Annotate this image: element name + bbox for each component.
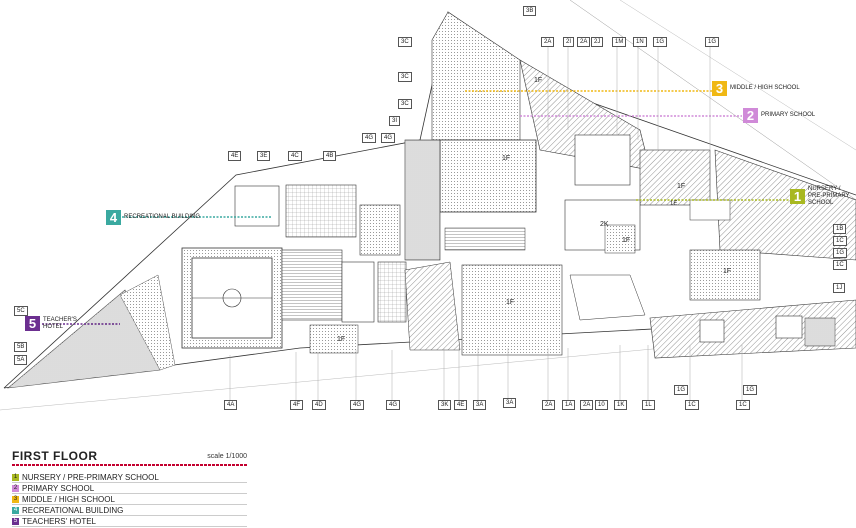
legend-item-hotel: 5 TEACHERS' HOTEL <box>12 516 247 527</box>
tag-1l: 1L <box>642 400 655 410</box>
tag-1g: 1G <box>653 37 668 47</box>
zone-number-5: 5 <box>25 316 40 331</box>
tag-2a-bot: 2A <box>542 400 556 410</box>
legend-item-middle-high: 3 MIDDLE / HIGH SCHOOL <box>12 494 247 505</box>
zone-number-4: 4 <box>106 210 121 225</box>
zone-label-recreational: 4 RECREATIONAL BUILDING <box>106 210 200 225</box>
tag-1n: 1N <box>633 37 647 47</box>
tag-4g-b: 4G <box>381 133 396 143</box>
tag-3a-b: 3A <box>503 398 517 408</box>
legend-swatch: 5 <box>12 517 19 525</box>
zone-label-hotel: 5 TEACHER'S HOTEL <box>25 316 77 331</box>
room-label: 1F <box>723 268 732 275</box>
tag-4d: 4D <box>312 400 326 410</box>
tag-4g-bot-b: 4G <box>386 400 401 410</box>
zone-number-3: 3 <box>712 81 727 96</box>
middle-school-blocks <box>359 11 651 356</box>
room-label: 1F <box>622 237 631 244</box>
tag-1m: 1M <box>612 37 627 47</box>
tag-3e: 3E <box>257 151 271 161</box>
title-rule <box>12 464 247 466</box>
tag-4f: 4F <box>290 400 304 410</box>
tag-3i: 3I <box>389 116 401 126</box>
zone-text-middle-high: MIDDLE / HIGH SCHOOL <box>730 85 800 91</box>
tag-3k: 3K <box>438 400 452 410</box>
zone-number-2: 2 <box>743 108 758 123</box>
floor-title: FIRST FLOOR <box>12 449 98 463</box>
legend-item-label: PRIMARY SCHOOL <box>22 483 95 493</box>
room-label: 1F <box>337 336 346 343</box>
tag-1b: 1B <box>833 224 847 234</box>
room-label: 1F <box>677 183 686 190</box>
zone-text-recreational: RECREATIONAL BUILDING <box>124 214 201 220</box>
tag-3c-b: 3C <box>398 72 412 82</box>
tag-5b: 5B <box>14 342 28 352</box>
tag-4g: 4G <box>362 133 377 143</box>
legend-swatch: 3 <box>12 495 19 503</box>
tag-2i: 2I <box>563 37 575 47</box>
tag-1j: 1J <box>833 283 846 293</box>
legend-swatch: 1 <box>12 473 19 481</box>
zone-label-nursery: 1 NURSERY / PRE-PRIMARY SCHOOL <box>790 186 850 207</box>
legend-swatch: 2 <box>12 484 19 492</box>
legend-item-label: NURSERY / PRE-PRIMARY SCHOOL <box>22 472 159 482</box>
tag-4e: 4E <box>228 151 242 161</box>
legend-item-label: MIDDLE / HIGH SCHOOL <box>22 494 115 504</box>
tag-3b: 3B <box>523 6 537 16</box>
recreational-building <box>181 184 407 354</box>
tag-5c: 5C <box>14 306 28 316</box>
zone-text-nursery: NURSERY / PRE-PRIMARY SCHOOL <box>808 186 850 206</box>
tag-4c: 4C <box>288 151 302 161</box>
legend: FIRST FLOOR scale 1/1000 1 NURSERY / PRE… <box>12 449 247 527</box>
legend-item-primary: 2 PRIMARY SCHOOL <box>12 483 247 494</box>
legend-item-label: RECREATIONAL BUILDING <box>22 505 124 515</box>
tag-2a-b: 2A <box>577 37 591 47</box>
legend-item-label: TEACHERS' HOTEL <box>22 516 96 526</box>
tag-1g-b: 1G <box>705 37 720 47</box>
zone-number-1: 1 <box>790 189 805 204</box>
room-label: 1F <box>534 77 543 84</box>
tag-10: 10 <box>595 400 608 410</box>
tag-1g-bot: 1G <box>674 385 689 395</box>
tag-4e-bot: 4E <box>454 400 468 410</box>
scale-label: scale 1/1000 <box>207 453 247 460</box>
tag-4g-bot: 4G <box>350 400 365 410</box>
legend-item-nursery: 1 NURSERY / PRE-PRIMARY SCHOOL <box>12 472 247 483</box>
zone-label-primary: 2 PRIMARY SCHOOL <box>743 108 815 123</box>
tag-1c-bot-b: 1C <box>736 400 750 410</box>
zone-text-hotel: TEACHER'S HOTEL <box>43 316 77 330</box>
room-label: 1E <box>670 201 678 207</box>
tag-3a: 3A <box>473 400 487 410</box>
room-label: 1F <box>506 299 515 306</box>
tag-1a: 1A <box>562 400 576 410</box>
tag-3c-c: 3C <box>398 99 412 109</box>
legend-swatch: 4 <box>12 506 19 514</box>
room-label: 1F <box>502 155 511 162</box>
tag-1c-bot: 1C <box>685 400 699 410</box>
tag-2a: 2A <box>541 37 555 47</box>
tag-1g-r: 1G <box>833 248 848 258</box>
zone-text-primary: PRIMARY SCHOOL <box>761 112 816 118</box>
tag-1g-bot-b: 1G <box>743 385 758 395</box>
primary-school-blocks <box>564 134 711 321</box>
tag-1c: 1C <box>833 236 847 246</box>
tag-1c-r: 1C <box>833 260 847 270</box>
room-label: 2K <box>600 221 609 228</box>
tag-4b: 4B <box>323 151 337 161</box>
tag-2a-bot-b: 2A <box>580 400 594 410</box>
tag-1k: 1K <box>614 400 628 410</box>
zone-label-middle-high: 3 MIDDLE / HIGH SCHOOL <box>712 81 800 96</box>
nursery-blocks <box>649 149 856 359</box>
tag-4a: 4A <box>224 400 238 410</box>
tag-5a: 5A <box>14 355 28 365</box>
tag-2j: 2J <box>591 37 604 47</box>
tag-3c: 3C <box>398 37 412 47</box>
zone-leaders <box>42 90 790 325</box>
legend-item-recreational: 4 RECREATIONAL BUILDING <box>12 505 247 516</box>
hotel-wing-annex <box>119 274 176 371</box>
section-lines <box>229 45 743 400</box>
